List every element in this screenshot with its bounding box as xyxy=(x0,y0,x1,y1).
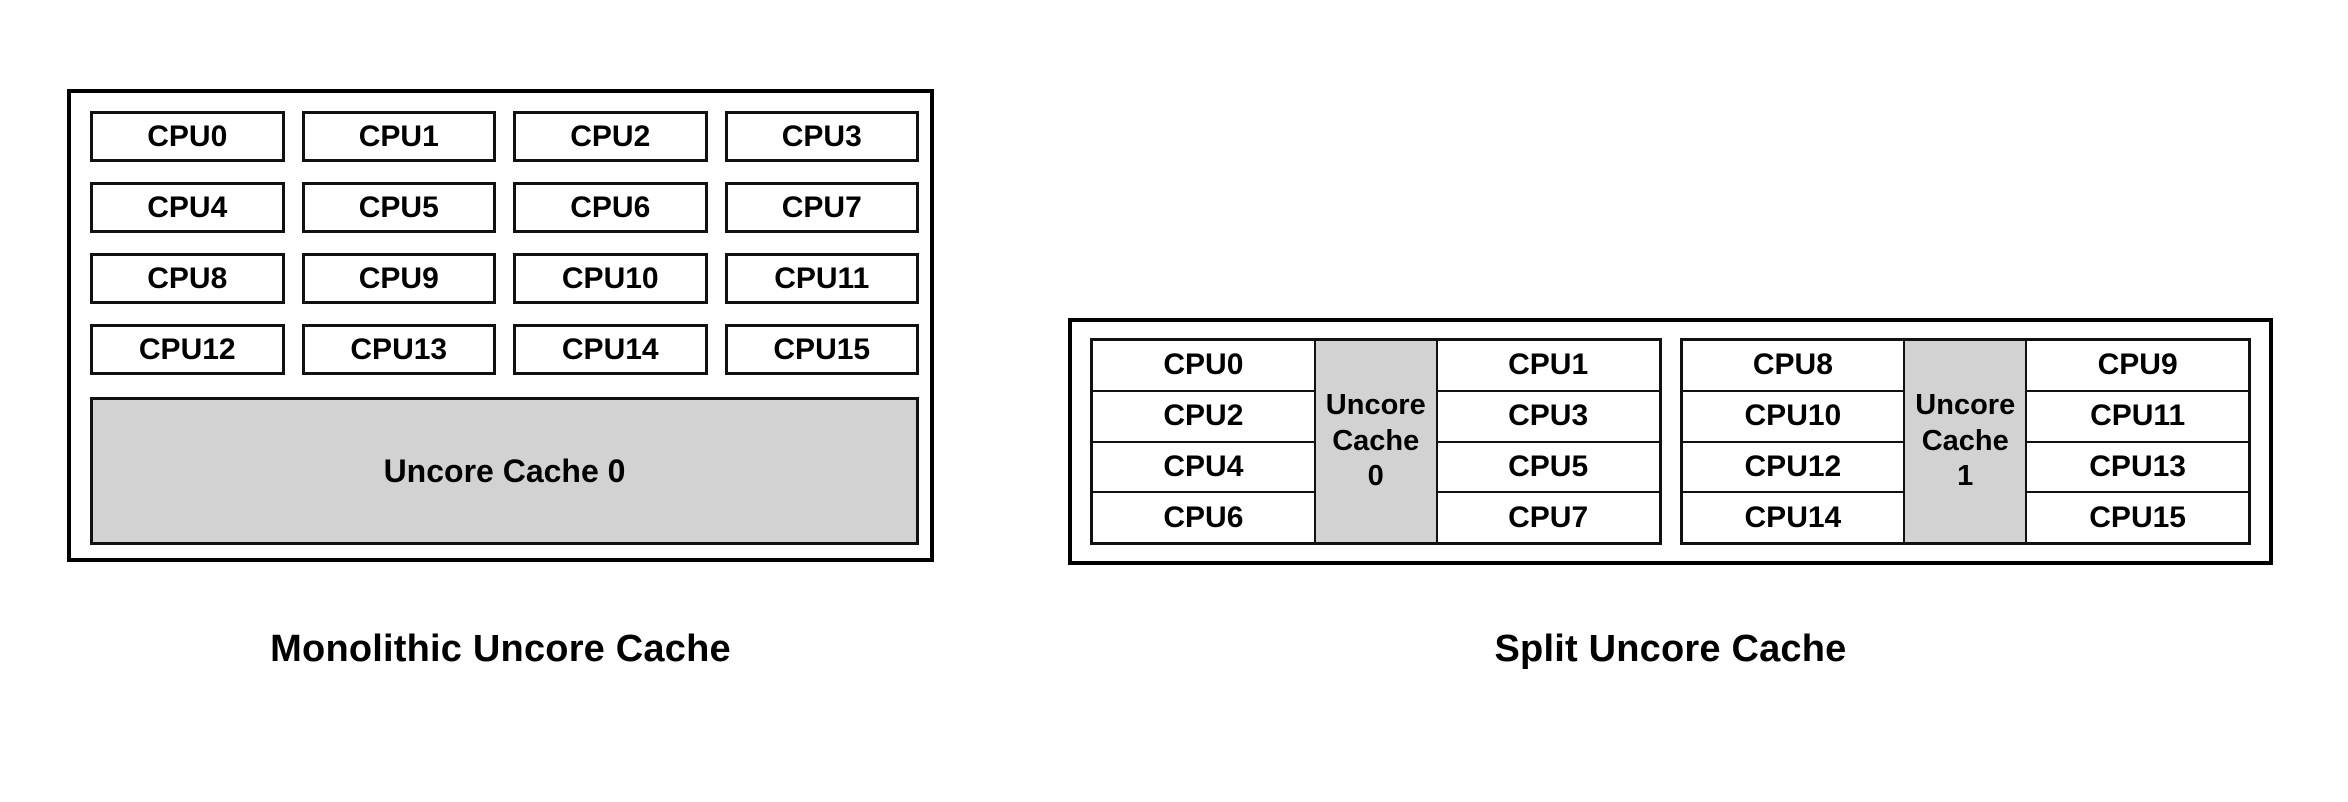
cpu-box: CPU12 xyxy=(90,324,285,375)
cpu-box: CPU2 xyxy=(513,111,708,162)
cpu-box: CPU6 xyxy=(1093,493,1314,542)
uncore-cache-index: 1 xyxy=(1957,460,1974,493)
cpu-box: CPU3 xyxy=(724,111,919,162)
cpu-box: CPU5 xyxy=(301,182,496,233)
uncore-cache-index: 0 xyxy=(1367,460,1384,493)
uncore-cache-line-2: Cache xyxy=(1921,424,2009,457)
cpu-box: CPU8 xyxy=(90,253,285,304)
cpu-box: CPU14 xyxy=(1682,493,1904,542)
cpu-box: CPU1 xyxy=(1437,341,1659,392)
socket-group: CPU8 CPU10 CPU12 CPU14 Uncore Cache 1 CP… xyxy=(1679,338,2251,545)
cpu-box: CPU8 xyxy=(1682,341,1904,392)
monolithic-uncore-cache-diagram: CPU0 CPU1 CPU2 CPU3 CPU4 CPU5 CPU6 CPU7 … xyxy=(67,89,934,562)
cpu-box: CPU7 xyxy=(724,182,919,233)
cpu-box: CPU4 xyxy=(1093,442,1314,494)
uncore-cache-block: Uncore Cache 0 xyxy=(1313,341,1438,542)
cpu-box: CPU3 xyxy=(1437,391,1659,443)
cpu-box: CPU0 xyxy=(1093,341,1314,392)
cpu-box: CPU10 xyxy=(513,253,708,304)
cpu-box: CPU11 xyxy=(724,253,919,304)
cpu-box: CPU2 xyxy=(1093,391,1314,443)
cpu-box: CPU12 xyxy=(1682,442,1904,494)
cpu-box: CPU13 xyxy=(2027,442,2248,494)
cpu-box: CPU1 xyxy=(301,111,496,162)
uncore-cache-block: Uncore Cache 0 xyxy=(90,397,919,545)
cpu-box: CPU10 xyxy=(1682,391,1904,443)
cpu-column-right: CPU9 CPU11 CPU13 CPU15 xyxy=(2027,341,2248,542)
split-uncore-cache-diagram: CPU0 CPU2 CPU4 CPU6 Uncore Cache 0 CPU1 … xyxy=(1068,318,2273,565)
cpu-box: CPU0 xyxy=(90,111,285,162)
cpu-box: CPU6 xyxy=(513,182,708,233)
socket-group: CPU0 CPU2 CPU4 CPU6 Uncore Cache 0 CPU1 … xyxy=(1090,338,1662,545)
uncore-cache-line-2: Cache xyxy=(1332,424,1420,457)
uncore-cache-line-1: Uncore xyxy=(1325,388,1426,421)
cpu-box: CPU15 xyxy=(724,324,919,375)
cpu-box: CPU9 xyxy=(301,253,496,304)
cpu-box: CPU15 xyxy=(2027,493,2248,542)
cpu-box: CPU13 xyxy=(301,324,496,375)
monolithic-cpu-grid: CPU0 CPU1 CPU2 CPU3 CPU4 CPU5 CPU6 CPU7 … xyxy=(90,111,919,375)
cpu-column-right: CPU1 CPU3 CPU5 CPU7 xyxy=(1437,341,1659,542)
split-socket-row: CPU0 CPU2 CPU4 CPU6 Uncore Cache 0 CPU1 … xyxy=(1090,338,2251,545)
cpu-box: CPU5 xyxy=(1437,442,1659,494)
cpu-column-left: CPU8 CPU10 CPU12 CPU14 xyxy=(1682,341,1904,542)
monolithic-caption: Monolithic Uncore Cache xyxy=(270,628,731,670)
cpu-box: CPU11 xyxy=(2027,391,2248,443)
cpu-box: CPU4 xyxy=(90,182,285,233)
cpu-box: CPU9 xyxy=(2027,341,2248,392)
cpu-box: CPU7 xyxy=(1437,493,1659,542)
split-caption: Split Uncore Cache xyxy=(1494,628,1847,670)
cpu-column-left: CPU0 CPU2 CPU4 CPU6 xyxy=(1093,341,1314,542)
uncore-cache-line-1: Uncore xyxy=(1915,388,2016,421)
uncore-cache-block: Uncore Cache 1 xyxy=(1903,341,2028,542)
cpu-box: CPU14 xyxy=(513,324,708,375)
